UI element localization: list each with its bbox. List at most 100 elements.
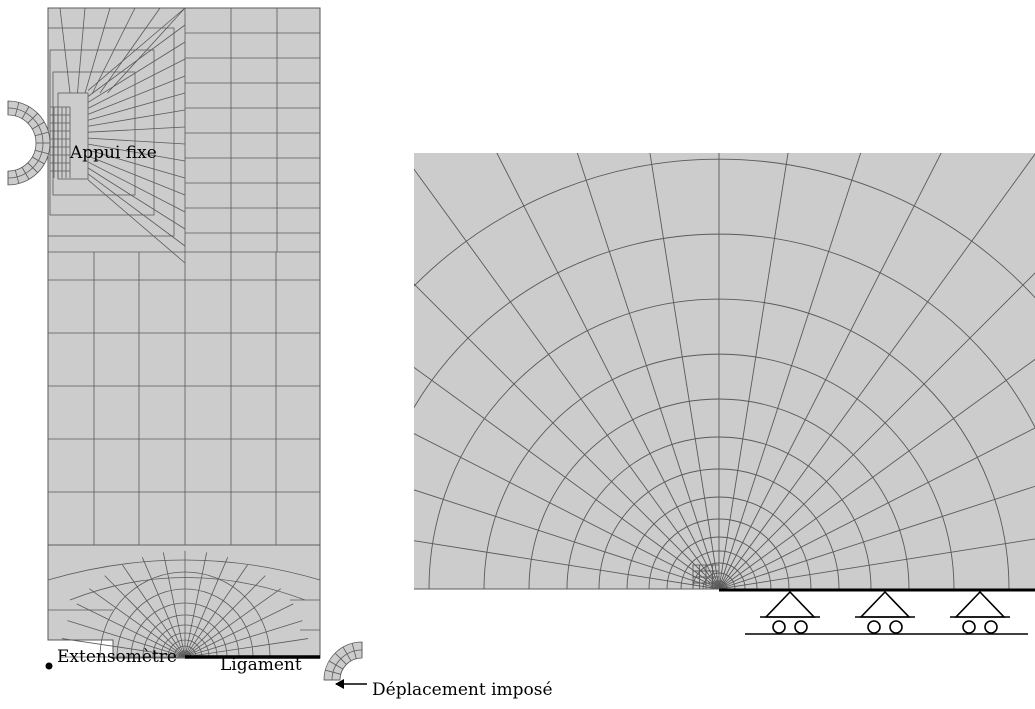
pin-spoke [34, 149, 49, 155]
label-fixed-support: Appui fixe [69, 143, 157, 163]
radial-spoke [104, 575, 186, 658]
upper-pin-half-ring [7, 100, 51, 186]
mesh-line [92, 7, 136, 94]
radial-spoke [76, 603, 186, 658]
extensometer-point [45, 662, 53, 670]
radial-spoke [718, 153, 942, 589]
mesh-line [87, 41, 186, 103]
roller-wheel [889, 620, 903, 634]
radial-spoke [414, 366, 720, 589]
pin-spoke [27, 162, 38, 173]
mesh-line [87, 58, 186, 109]
roller-wheel [984, 620, 998, 634]
mesh-line [87, 173, 186, 247]
mesh-line [87, 143, 186, 162]
label-ligament: Ligament [220, 655, 302, 675]
pin-spoke [14, 102, 20, 117]
mesh-line [87, 155, 186, 196]
mesh-line [87, 149, 186, 179]
pin-spoke [328, 660, 344, 670]
mesh-line [87, 109, 186, 127]
pin-spoke [32, 121, 45, 130]
radial-spoke [718, 358, 1035, 589]
pin-spoke [21, 106, 30, 119]
radial-spoke [718, 153, 789, 589]
mesh-line [99, 7, 161, 94]
radial-spoke [718, 153, 1035, 589]
roller-wheel [962, 620, 976, 634]
radial-spoke [414, 489, 720, 589]
radial-spoke [184, 603, 294, 658]
transition-curve [69, 577, 306, 601]
label-extensometer: Extensomètre [57, 647, 177, 667]
mesh-line [87, 75, 186, 115]
pin-spoke [32, 156, 45, 165]
pin-spoke [14, 169, 20, 184]
radial-spoke [414, 540, 720, 589]
mesh-line [87, 92, 186, 121]
mesh-line [59, 7, 71, 94]
radial-spoke [184, 638, 309, 658]
radial-spoke [718, 485, 1035, 589]
radial-spoke [718, 538, 1035, 589]
specimen-full-mesh: Appui fixe Extensomètre Ligament Déplace… [7, 7, 553, 700]
mesh-line [87, 167, 186, 230]
mesh-line [87, 126, 186, 133]
radial-spoke [184, 575, 266, 658]
mesh-block [49, 49, 155, 216]
mesh-line [84, 7, 111, 94]
crack-tip-radial-mesh [47, 550, 321, 658]
pin-spoke [342, 646, 352, 662]
mesh-line [87, 179, 186, 264]
roller-wheel [794, 620, 808, 634]
radial-spoke [61, 638, 186, 658]
pin-spoke [34, 131, 49, 137]
radial-spoke [184, 552, 208, 658]
mesh-line [87, 7, 186, 91]
pin-spoke [21, 167, 30, 180]
mid-region-grid [48, 251, 320, 546]
radial-spoke [414, 433, 720, 589]
radial-spoke [184, 557, 229, 658]
radial-spoke [141, 557, 186, 658]
radial-spoke [414, 283, 720, 589]
pin-spoke [325, 669, 341, 675]
pin-body [7, 100, 51, 186]
mesh-line [87, 161, 186, 213]
radial-spoke [122, 564, 186, 658]
transition-curve [47, 559, 321, 581]
crack-tip-zoom-mesh [414, 153, 1035, 635]
zoom-region [414, 153, 1035, 589]
roller-wheel [867, 620, 881, 634]
mesh-line [87, 137, 186, 145]
radial-spoke [184, 564, 248, 658]
radial-spoke [718, 153, 862, 589]
radial-spoke [414, 168, 720, 589]
roller-triangle [859, 590, 911, 618]
label-imposed-displacement: Déplacement imposé [372, 680, 553, 700]
mesh-block [52, 71, 136, 196]
mesh-line [77, 7, 86, 94]
radial-spoke [184, 620, 303, 658]
radial-spoke [67, 620, 186, 658]
radial-spoke [89, 588, 186, 658]
radial-spoke [496, 153, 720, 589]
pin-spoke [351, 643, 357, 659]
mesh-line [107, 7, 186, 94]
radial-spoke [718, 427, 1035, 589]
radial-spoke [184, 588, 281, 658]
pin-spoke [27, 113, 38, 124]
upper-refined-mesh [47, 7, 320, 264]
pin-spoke [334, 652, 347, 665]
lower-pin-ring [323, 641, 363, 681]
roller-triangle [954, 590, 1006, 618]
zoom-radial-mesh [414, 153, 1035, 589]
radial-spoke [576, 153, 720, 589]
displacement-arrow [335, 679, 367, 689]
radial-spoke [649, 153, 720, 589]
radial-spoke [718, 272, 1035, 589]
roller-wheel [772, 620, 786, 634]
radial-spoke [162, 552, 186, 658]
